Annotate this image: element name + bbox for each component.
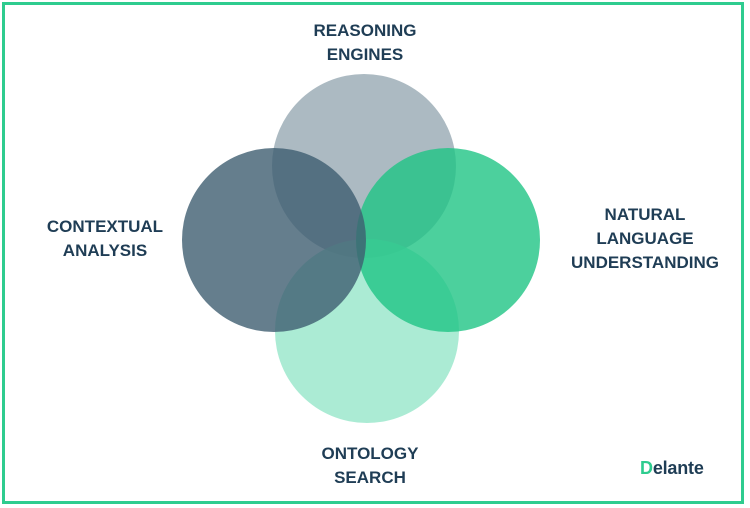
logo-rest: elante	[652, 458, 704, 478]
label-ontology-search: ONTOLOGY SEARCH	[321, 444, 419, 487]
logo-first-letter: D	[640, 458, 653, 478]
label-reasoning-engines: REASONING ENGINES	[313, 21, 417, 64]
natural-language-understanding-circle	[356, 148, 540, 332]
contextual-analysis-circle	[182, 148, 366, 332]
delante-logo: Delante	[640, 458, 704, 479]
label-contextual-analysis: CONTEXTUAL ANALYSIS	[46, 217, 164, 260]
label-natural-language-understanding: NATURAL LANGUAGE UNDERSTANDING	[571, 205, 719, 272]
